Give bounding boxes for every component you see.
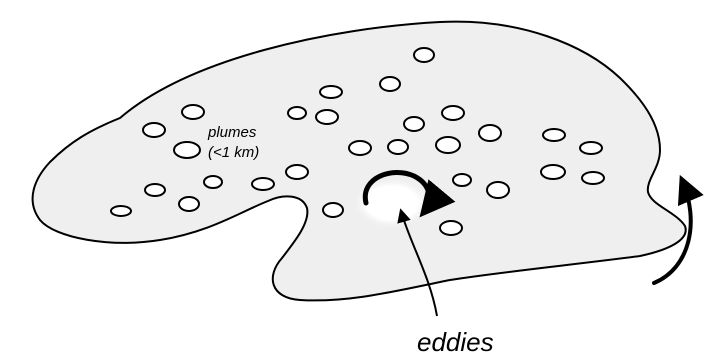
plume-marker xyxy=(174,142,200,158)
plume-marker xyxy=(143,123,165,137)
plume-marker xyxy=(286,165,308,179)
plume-marker xyxy=(288,107,306,119)
plume-marker xyxy=(320,86,342,98)
plumes-label: plumes xyxy=(207,124,257,141)
plume-marker xyxy=(179,197,199,211)
plume-marker xyxy=(145,184,165,196)
plume-marker xyxy=(316,110,338,124)
plume-marker xyxy=(252,178,274,190)
plumes-size-label: (<1 km) xyxy=(208,144,259,161)
plume-marker xyxy=(404,117,424,131)
plume-marker xyxy=(479,125,501,141)
eddies-label: eddies xyxy=(417,327,494,357)
plume-marker xyxy=(582,172,604,184)
plume-marker xyxy=(436,137,460,153)
plume-marker xyxy=(388,140,408,154)
plume-marker xyxy=(541,165,565,179)
plume-marker xyxy=(442,106,464,120)
plume-marker xyxy=(380,77,400,91)
ocean-region-outline xyxy=(33,22,686,301)
plume-marker xyxy=(453,174,471,186)
plume-marker xyxy=(323,203,343,217)
plume-marker xyxy=(543,129,565,141)
plume-marker xyxy=(580,142,602,154)
plume-marker xyxy=(111,206,131,216)
plume-marker xyxy=(349,141,371,155)
plume-marker xyxy=(414,48,434,62)
plume-marker xyxy=(440,221,462,235)
plume-marker xyxy=(182,105,204,119)
plume-marker xyxy=(487,182,509,198)
plume-marker xyxy=(204,176,222,188)
